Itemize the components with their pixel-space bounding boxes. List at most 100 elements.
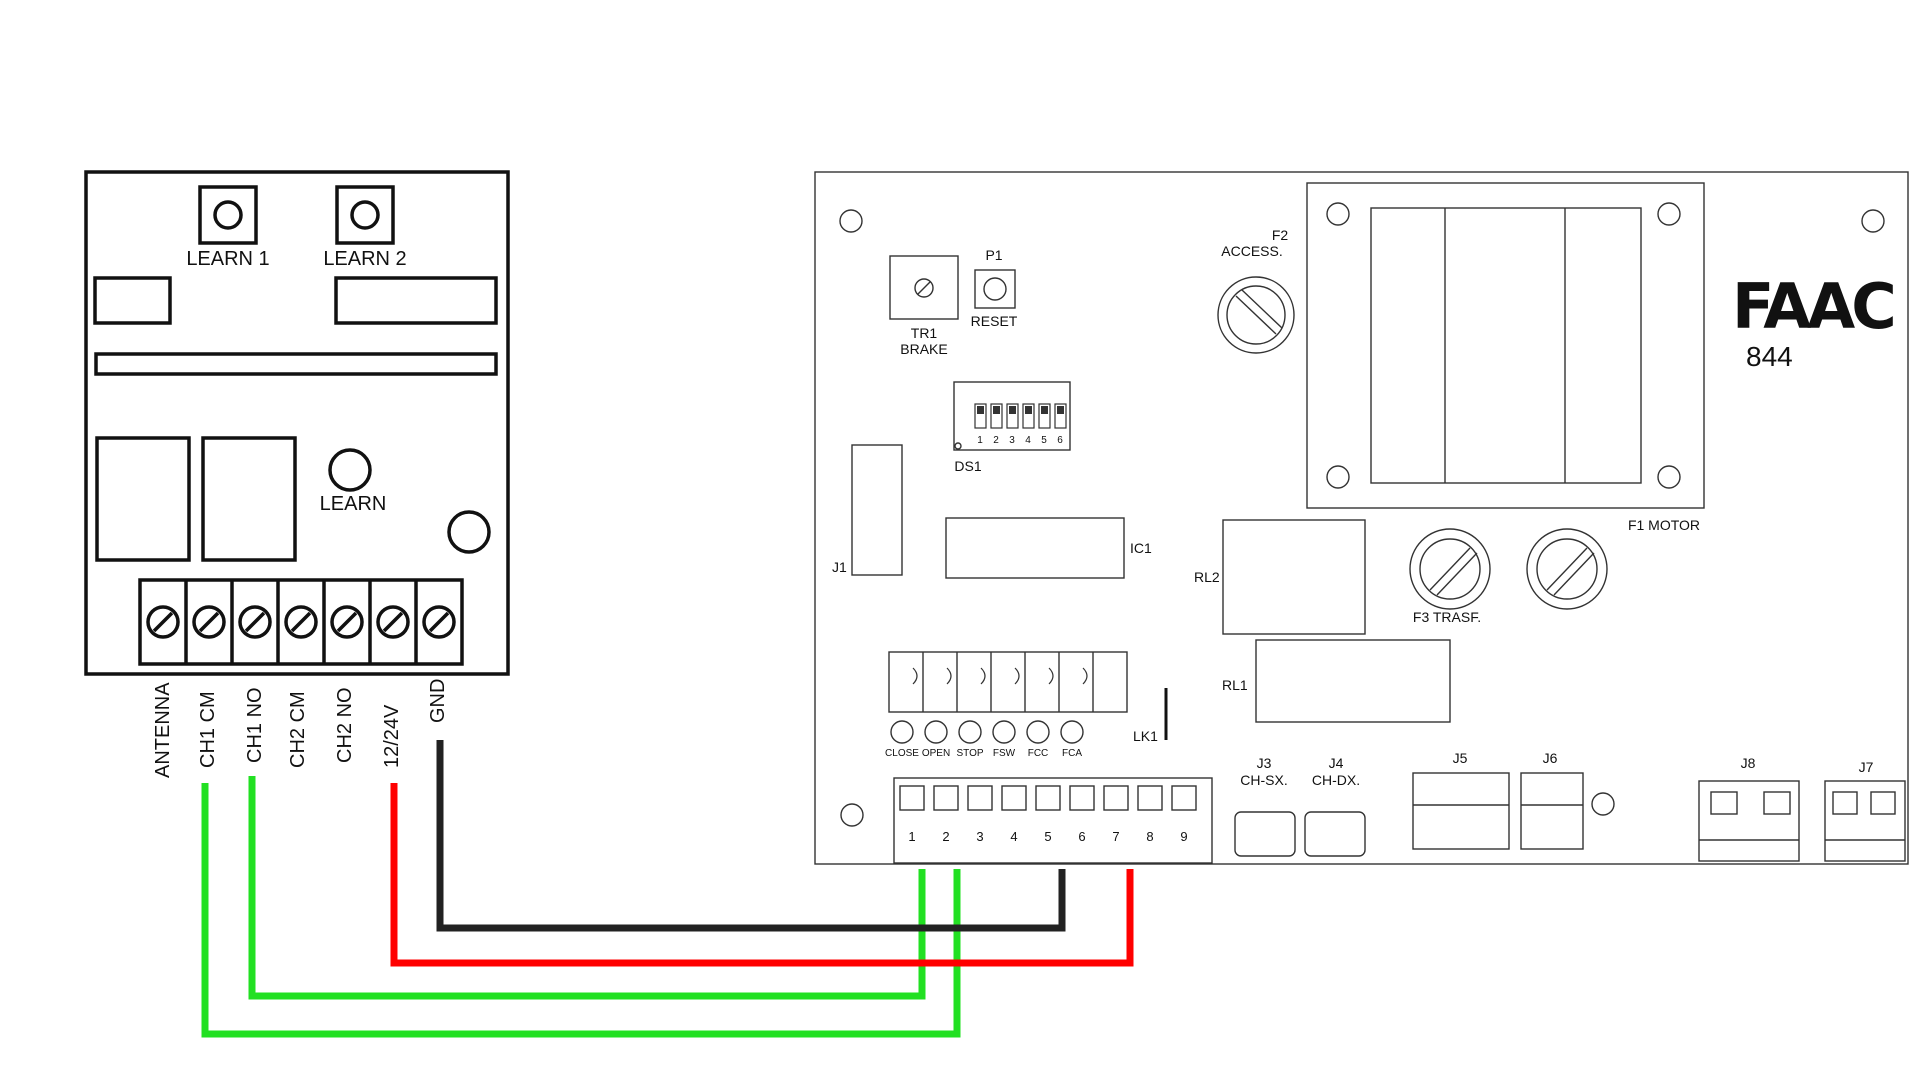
- brake-label: BRAKE: [900, 341, 947, 357]
- status-led-label: FCA: [1062, 748, 1082, 759]
- terminal-block-outline: [138, 578, 464, 666]
- terminal-number: 5: [1044, 829, 1051, 844]
- rl2-relay: [1222, 519, 1366, 635]
- j8-connector: [1698, 780, 1800, 862]
- terminal-label-antenna: ANTENNA: [152, 682, 174, 778]
- j8-pin: [1763, 791, 1791, 815]
- j7-pin: [1832, 791, 1858, 815]
- terminal-slot: [1137, 785, 1163, 811]
- f2-label: F2: [1272, 227, 1289, 243]
- wire-12-24v-red: [390, 783, 1134, 967]
- dip-switch: [1006, 403, 1019, 429]
- dip-switch: [1038, 403, 1051, 429]
- ch-dx-label: CH-DX.: [1312, 772, 1360, 788]
- j7-connector: [1824, 780, 1906, 862]
- j7-pin: [1870, 791, 1896, 815]
- terminal-screw: [238, 605, 272, 639]
- terminal-screw-slot: [198, 611, 220, 633]
- j6-label: J6: [1543, 750, 1558, 766]
- main-terminal-strip: [893, 777, 1213, 864]
- learn1-button-cap: [213, 200, 243, 230]
- ic1-label: IC1: [1130, 540, 1152, 556]
- f1-label: F1 MOTOR: [1628, 517, 1700, 533]
- learn-label: LEARN: [320, 493, 387, 515]
- terminal-number: 9: [1180, 829, 1187, 844]
- ds1-marker: [954, 442, 962, 450]
- model-label: 844: [1746, 341, 1793, 372]
- status-led: [924, 720, 948, 744]
- dip-switch-knob: [977, 406, 984, 414]
- f2-fuse-slot: [1241, 289, 1283, 329]
- ds1-label: DS1: [954, 458, 981, 474]
- transformer-hole: [1657, 465, 1681, 489]
- rl1-relay: [1255, 639, 1451, 723]
- board-outline: [814, 171, 1909, 865]
- transformer-hole: [1657, 202, 1681, 226]
- terminal-screw: [330, 605, 364, 639]
- ds1-dip-switch: [953, 381, 1071, 451]
- tr1-trimmer: [889, 255, 959, 320]
- dip-switch-knob: [1009, 406, 1016, 414]
- terminal-slot: [899, 785, 925, 811]
- terminal-screw: [146, 605, 180, 639]
- f3-fuse-slot: [1436, 552, 1478, 596]
- terminal-slot: [1171, 785, 1197, 811]
- terminal-number: 4: [1010, 829, 1017, 844]
- terminal-number: 2: [942, 829, 949, 844]
- receiver-relay-1: [95, 436, 191, 562]
- j8-label: J8: [1741, 755, 1756, 771]
- dip-switch-knob: [1041, 406, 1048, 414]
- terminal-screw-slot: [152, 611, 174, 633]
- resistor-cell-mark: [1014, 667, 1020, 685]
- terminal-screw-slot: [290, 611, 312, 633]
- p1-label: P1: [985, 247, 1002, 263]
- dip-switch: [974, 403, 987, 429]
- terminal-number: 6: [1078, 829, 1085, 844]
- wire-ch1-no-green: [248, 776, 926, 1000]
- status-led-label: FSW: [993, 748, 1016, 759]
- receiver-component-large: [334, 276, 498, 325]
- j6-connector: [1520, 772, 1584, 850]
- dip-switch-number: 2: [993, 435, 999, 446]
- ic1-chip: [945, 517, 1125, 579]
- status-led-label: FCC: [1028, 748, 1049, 759]
- f1-fuse-slot: [1546, 547, 1588, 591]
- terminal-label-ch2-no: CH2 NO: [334, 687, 356, 763]
- j8-pin: [1710, 791, 1738, 815]
- f2-fuse-inner: [1226, 285, 1286, 345]
- transformer-hole: [1326, 202, 1350, 226]
- resistor-cell-mark: [1048, 667, 1054, 685]
- f2-fuse-slot: [1235, 295, 1277, 335]
- f3-label: F3 TRASF.: [1413, 609, 1481, 625]
- j4-label: J4: [1329, 755, 1344, 771]
- terminal-screw: [284, 605, 318, 639]
- dip-switch: [1022, 403, 1035, 429]
- f1-fuse: [1526, 528, 1608, 610]
- terminal-number: 1: [908, 829, 915, 844]
- terminal-screw-slot: [428, 611, 450, 633]
- receiver-component-small: [93, 276, 172, 325]
- status-led-label: STOP: [956, 748, 983, 759]
- access-label: ACCESS.: [1221, 243, 1282, 259]
- f3-fuse-inner: [1419, 538, 1481, 600]
- terminal-slot: [1035, 785, 1061, 811]
- terminal-number: 7: [1112, 829, 1119, 844]
- dip-switch-knob: [1057, 406, 1064, 414]
- wire-ch1-cm-green: [201, 783, 961, 1038]
- status-led-label: OPEN: [922, 748, 950, 759]
- dip-switch: [990, 403, 1003, 429]
- terminal-screw-slot: [336, 611, 358, 633]
- learn-button: [328, 448, 372, 492]
- learn2-button-cap: [350, 200, 380, 230]
- terminal-screw-slot: [244, 611, 266, 633]
- terminal-slot: [1103, 785, 1129, 811]
- dip-switch-number: 5: [1041, 435, 1047, 446]
- j5-label: J5: [1453, 750, 1468, 766]
- terminal-screw-slot: [382, 611, 404, 633]
- terminal-slot: [1001, 785, 1027, 811]
- mount-hole: [840, 803, 864, 827]
